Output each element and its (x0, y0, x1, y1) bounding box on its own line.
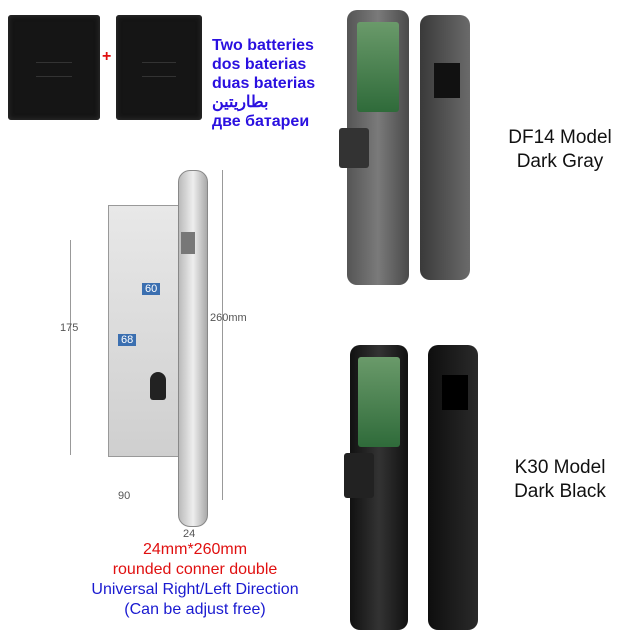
battery-2 (116, 15, 202, 120)
direction-caption: Universal Right/Left Direction (91, 581, 299, 598)
model-color: Dark Black (514, 481, 606, 502)
df14-lock-front (339, 10, 409, 285)
battery-line: بطاريتين (212, 94, 269, 111)
adjust-caption: (Can be adjust free) (124, 601, 266, 618)
width-label: 90 (118, 490, 131, 502)
size-caption: 24mm*260mm (142, 541, 248, 558)
k30-lock-front (344, 345, 408, 630)
captions: 24mm*260mm rounded conner double Univers… (60, 540, 330, 620)
batteries-text: Two batteries dos baterias duas baterias… (212, 36, 315, 131)
height-dimension-line (70, 240, 71, 455)
dimension-68-tag: 68 (118, 334, 137, 346)
mortise-faceplate (178, 170, 208, 527)
df14-lock-side (420, 15, 470, 280)
cylinder-hole (150, 372, 166, 400)
k30-label: K30 Model Dark Black (490, 456, 630, 504)
mortise-body (108, 205, 190, 457)
faceplate-label: 24 (183, 528, 196, 540)
battery-1 (8, 15, 100, 120)
model-name: DF14 Model (508, 127, 612, 148)
latch-bolt (181, 232, 195, 254)
length-label: 260mm (210, 312, 247, 324)
battery-line: dos baterias (212, 56, 307, 73)
k30-lock-side (428, 345, 478, 630)
battery-line: Two batteries (212, 37, 314, 54)
corner-caption: rounded conner double (112, 561, 278, 578)
dimension-60-tag: 60 (142, 283, 161, 295)
model-name: K30 Model (514, 457, 606, 478)
height-label: 175 (60, 322, 79, 334)
battery-line: duas baterias (212, 75, 316, 92)
battery-line: две батареи (212, 113, 310, 130)
df14-label: DF14 Model Dark Gray (490, 126, 630, 174)
plus-sign: + (102, 48, 112, 65)
length-dimension-line (222, 170, 223, 500)
model-color: Dark Gray (516, 151, 604, 172)
